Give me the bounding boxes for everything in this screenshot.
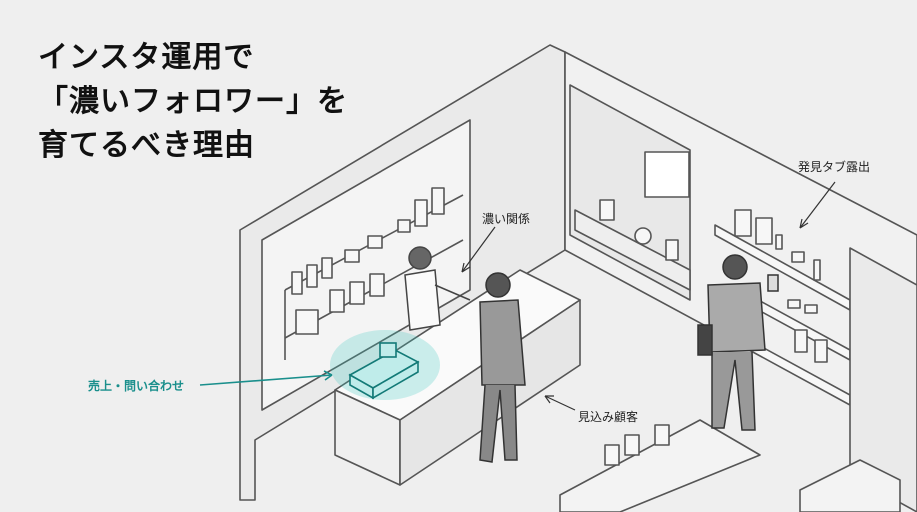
cash-register-icon bbox=[348, 342, 420, 400]
title-line-3: 育てるべき理由 bbox=[38, 128, 255, 163]
title-line-2: 「濃いフォロワー」を bbox=[38, 84, 348, 119]
label-prospects: 見込み顧客 bbox=[578, 410, 639, 424]
customer-figure bbox=[479, 272, 526, 463]
label-deep-relationship: 濃い関係 bbox=[482, 212, 531, 226]
label-sales-inquiries: 売上・問い合わせ bbox=[88, 379, 185, 393]
browsing-customer-figure bbox=[697, 254, 779, 431]
clerk-figure bbox=[404, 246, 471, 331]
wall-poster bbox=[644, 151, 690, 198]
title-line-1: インスタ運用で bbox=[38, 40, 255, 75]
doorway bbox=[569, 84, 691, 301]
label-discover-tab: 発見タブ露出 bbox=[798, 160, 871, 174]
left-wall-inner bbox=[261, 119, 471, 411]
page-title: インスタ運用で 「濃いフォロワー」を 育てるべき理由 bbox=[38, 36, 348, 168]
